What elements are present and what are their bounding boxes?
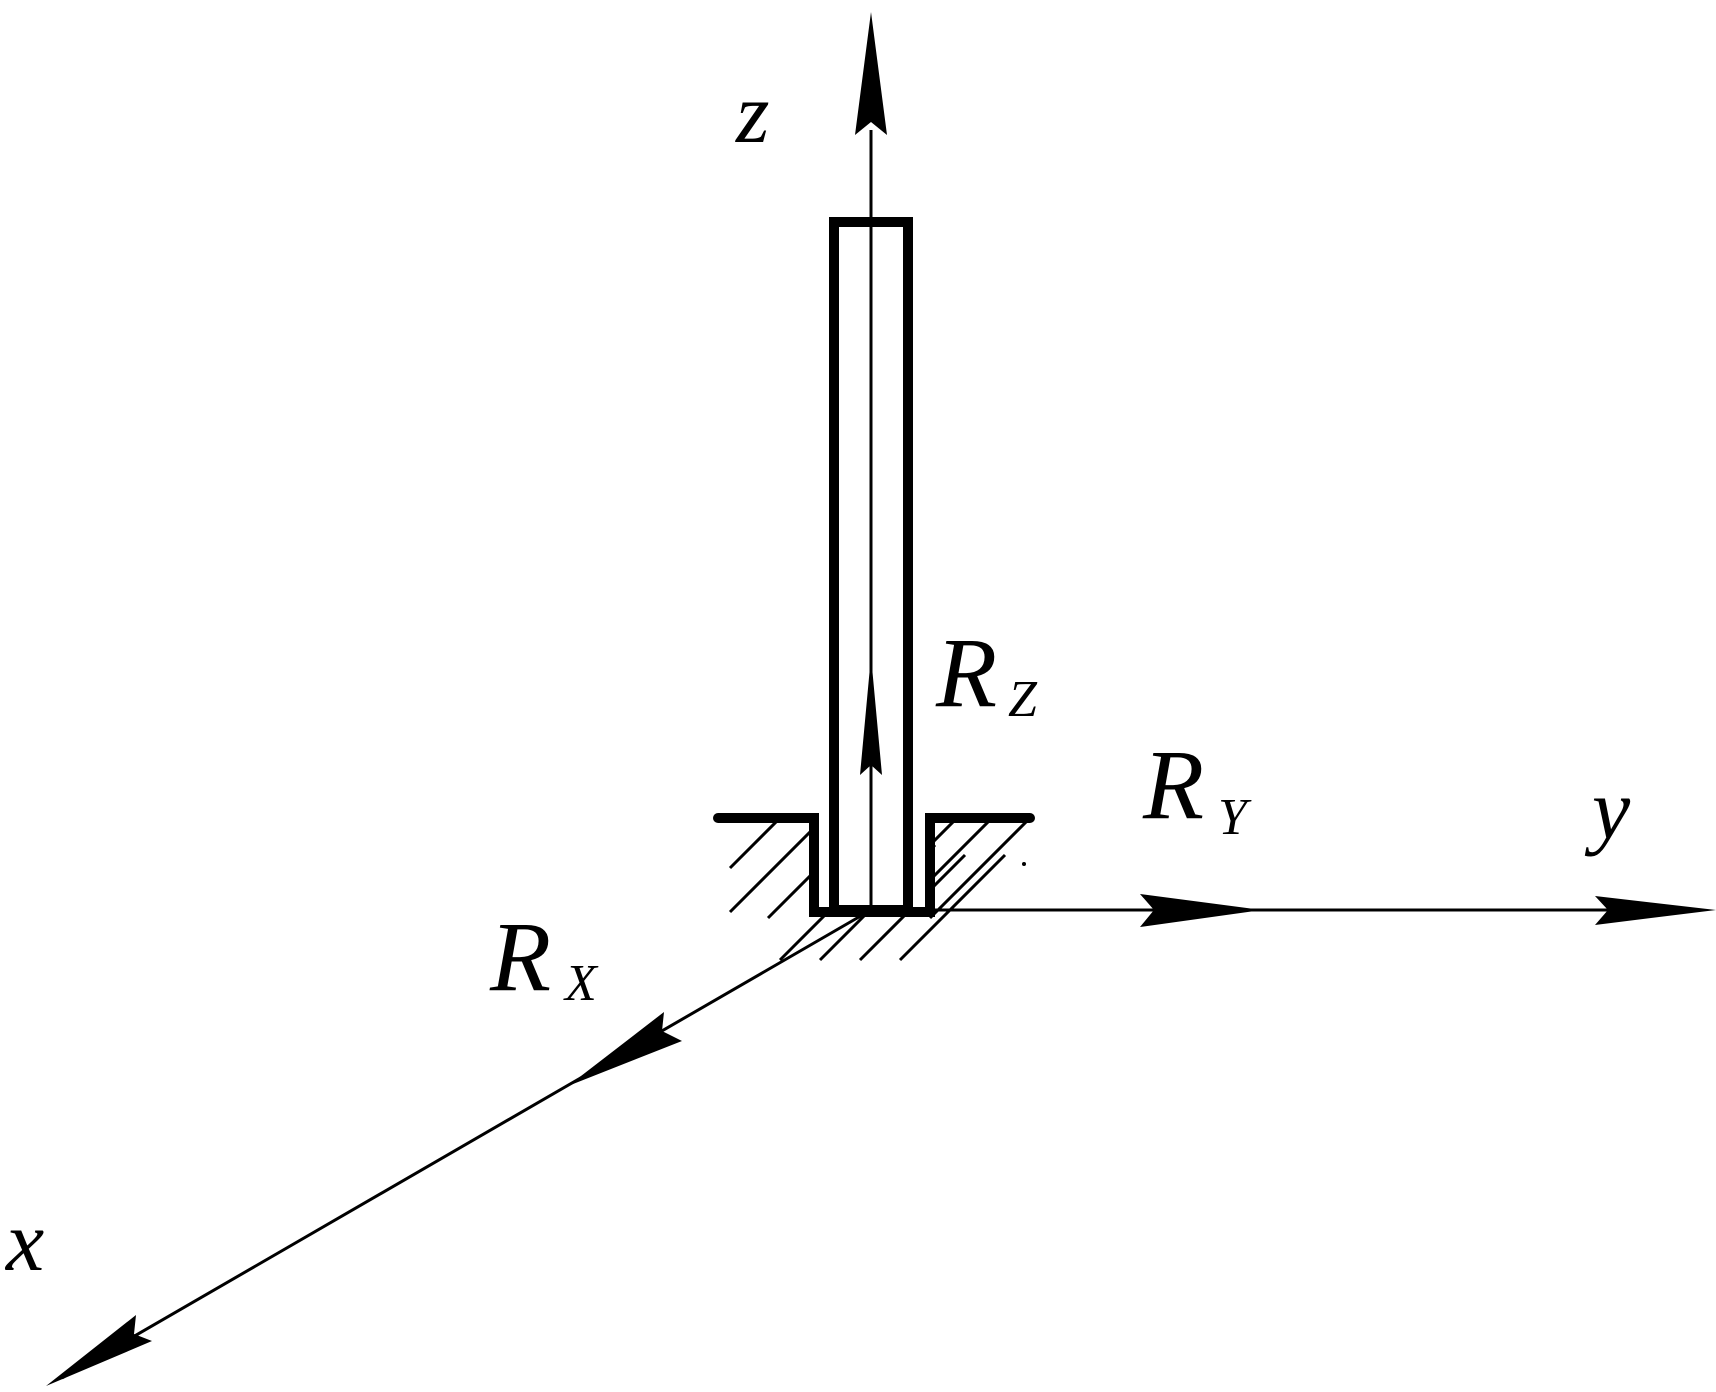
z-axis-label: z [735, 65, 769, 161]
support-outline [713, 813, 1035, 917]
reaction-z-label-main: R [935, 617, 997, 728]
reaction-y-label-sub: Y [1218, 789, 1252, 846]
reaction-y-arrow [1140, 894, 1262, 927]
reaction-y-label-main: R [1142, 729, 1204, 840]
reaction-y-arrowhead-icon [1140, 894, 1262, 927]
reaction-x-label: R X [489, 901, 599, 1012]
x-axis-label: x [4, 1193, 44, 1289]
reaction-z-arrowhead-icon [860, 656, 882, 775]
x-axis-arrowhead-icon [46, 1315, 152, 1386]
reaction-x-arrow [568, 1012, 682, 1086]
reaction-z-label: R Z [935, 617, 1038, 728]
y-axis [930, 896, 1716, 925]
reaction-x-label-sub: X [563, 955, 599, 1012]
reaction-x-arrowhead-icon [568, 1012, 682, 1086]
y-axis-label: y [1584, 761, 1631, 857]
z-axis-arrowhead-icon [855, 12, 887, 135]
reaction-y-label: R Y [1142, 729, 1252, 846]
reaction-x-label-main: R [489, 901, 551, 1012]
stray-dot [1022, 862, 1026, 866]
fixed-support [713, 813, 1035, 962]
reaction-z-arrow [860, 656, 882, 910]
y-axis-arrowhead-icon [1595, 896, 1716, 925]
reaction-z-label-sub: Z [1008, 671, 1038, 728]
x-axis [46, 908, 872, 1386]
